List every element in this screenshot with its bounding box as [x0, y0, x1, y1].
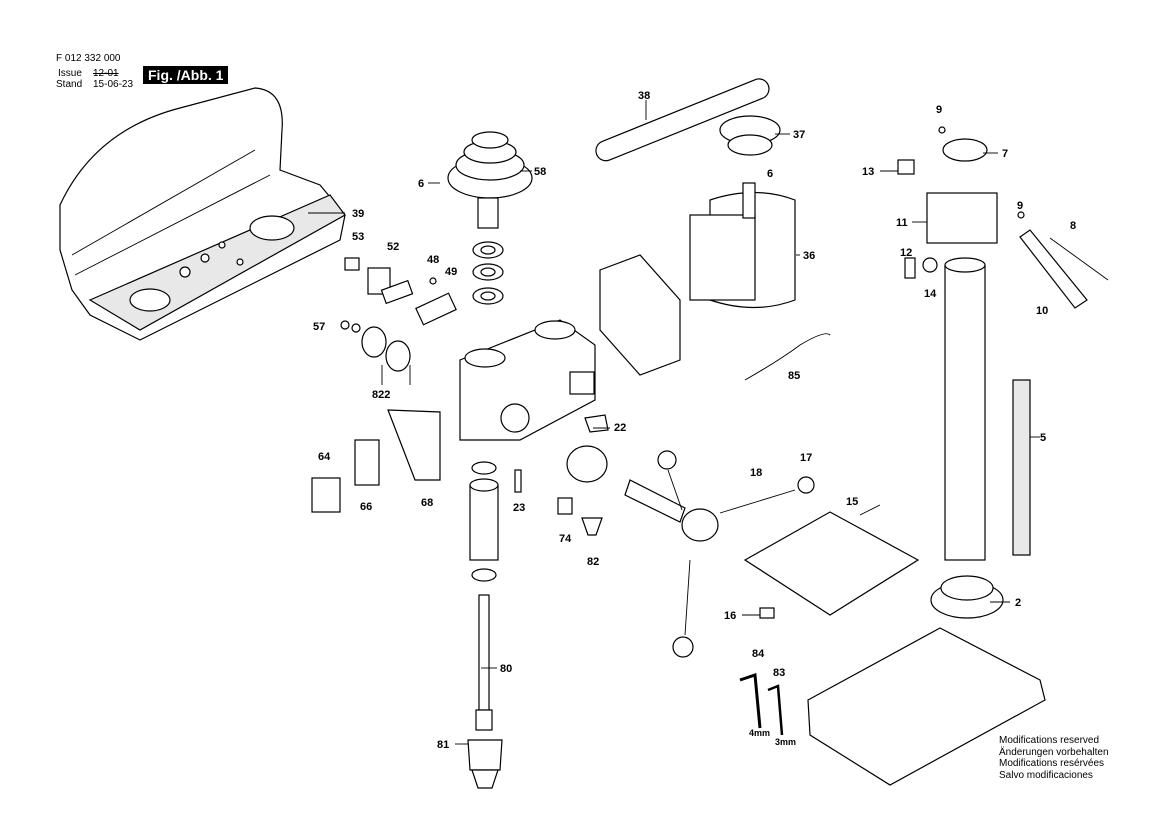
clip-74-part [557, 497, 573, 515]
label-57: 57 [313, 321, 325, 333]
screw-23-part [514, 469, 522, 493]
screw-16-part [759, 607, 775, 619]
mounting-bracket-part [599, 254, 681, 376]
label-7: 7 [1002, 148, 1008, 160]
motor-part [689, 115, 796, 309]
label-66: 66 [360, 501, 372, 513]
leader-lines [308, 100, 1040, 745]
note-fr: Modifications resérvées [999, 758, 1105, 769]
label-83: 83 [773, 667, 785, 679]
label-81: 81 [437, 739, 449, 751]
label-22: 22 [614, 422, 626, 434]
label-80: 80 [500, 663, 512, 675]
label-9a: 9 [936, 104, 942, 116]
label-53: 53 [352, 231, 364, 243]
label-13: 13 [862, 166, 874, 178]
label-85: 85 [788, 370, 800, 382]
label-84: 84 [752, 648, 765, 660]
label-82: 82 [587, 556, 599, 568]
doc-number: F 012 332 000 [56, 53, 121, 64]
label-18: 18 [750, 467, 762, 479]
hex-key-3mm [767, 684, 784, 736]
label-15: 15 [846, 496, 858, 508]
label-2: 2 [1015, 597, 1021, 609]
label-74: 74 [559, 533, 572, 545]
drive-belt-part [595, 78, 770, 162]
label-14: 14 [924, 288, 937, 300]
power-cord-part [744, 333, 831, 381]
base-plate-part [807, 627, 1046, 786]
label-37: 37 [793, 129, 805, 141]
label-64: 64 [318, 451, 331, 463]
dimension-3mm: 3mm [775, 737, 796, 747]
work-table-part [743, 511, 920, 616]
issue-value: 12-01 [93, 68, 119, 79]
screw-22-part [584, 414, 609, 433]
label-17: 17 [800, 452, 812, 464]
chuck-part [467, 739, 503, 789]
label-38: 38 [638, 90, 650, 102]
label-5: 5 [1040, 432, 1046, 444]
label-52: 52 [387, 241, 399, 253]
label-23: 23 [513, 502, 525, 514]
hex-key-4mm [739, 672, 762, 729]
indicator-82-part [581, 517, 603, 536]
note-en: Modifications reserved [999, 735, 1100, 746]
label-9b: 9 [1017, 200, 1023, 212]
switch-parts [311, 257, 457, 513]
label-48: 48 [427, 254, 439, 266]
label-6a: 6 [418, 178, 424, 190]
note-de: Änderungen vorbehalten [999, 746, 1109, 758]
feed-handle-parts [566, 445, 815, 658]
label-11: 11 [896, 217, 908, 229]
label-36: 36 [803, 250, 815, 262]
rack-part [1012, 379, 1031, 556]
column-part [944, 257, 986, 561]
stand-value: 15-06-23 [93, 79, 134, 90]
quill-part [469, 461, 499, 731]
label-39: 39 [352, 208, 364, 220]
issue-label: Issue [58, 68, 82, 79]
stand-label: Stand [56, 79, 83, 90]
note-es: Salvo modificaciones [999, 769, 1093, 781]
dimension-4mm: 4mm [749, 728, 770, 738]
label-12: 12 [900, 247, 912, 259]
label-68: 68 [421, 497, 433, 509]
label-49: 49 [445, 266, 457, 278]
label-16: 16 [724, 610, 736, 622]
modification-notes: Modifications reserved Änderungen vorbeh… [999, 735, 1109, 781]
label-822: 822 [372, 389, 390, 401]
belt-cover-part [59, 87, 346, 341]
figure-badge: Fig. /Abb. 1 [143, 66, 229, 84]
label-8: 8 [1070, 220, 1076, 232]
table-bracket-parts [897, 126, 1109, 309]
spindle-pulley-part [447, 131, 533, 305]
column-flange-part [930, 575, 1004, 619]
label-10: 10 [1036, 305, 1048, 317]
label-6b: 6 [767, 168, 773, 180]
label-58: 58 [534, 166, 546, 178]
drill-head-part [459, 319, 596, 441]
